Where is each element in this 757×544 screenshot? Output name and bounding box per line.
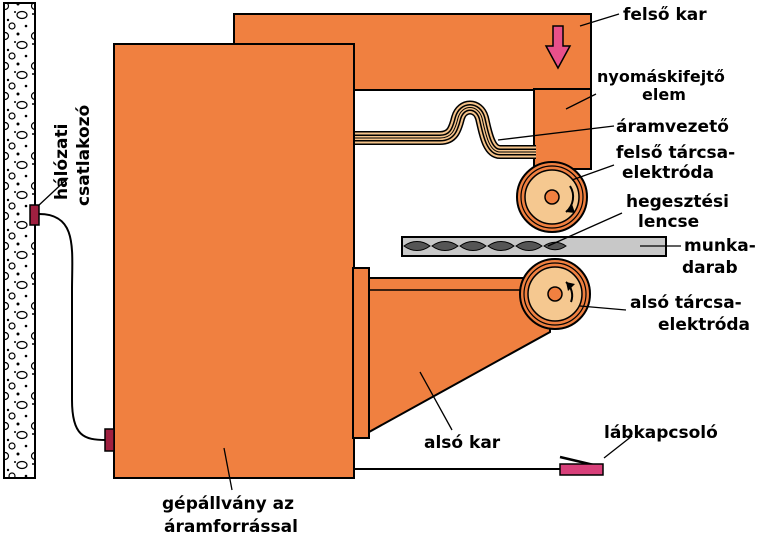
current-conductor: [352, 100, 536, 159]
label-conductor: áramvezető: [616, 117, 729, 137]
label-lower-arm: alsó kar: [424, 433, 501, 453]
wall: [3, 2, 36, 479]
lower-arm-mount: [352, 267, 370, 439]
weld-nuggets: [403, 241, 567, 251]
label-pressure-element-1: nyomáskifejtő: [597, 67, 725, 86]
label-upper-electrode-1: felső tárcsa-: [616, 143, 735, 163]
label-foot-switch: lábkapcsoló: [604, 423, 718, 443]
label-upper-electrode-2: elektróda: [622, 163, 714, 183]
upper-wheel-electrode: [516, 161, 588, 233]
leader-lines: [37, 13, 681, 491]
machine-socket: [104, 428, 115, 452]
label-upper-arm: felső kar: [623, 5, 707, 25]
label-workpiece-2: darab: [682, 258, 738, 278]
label-mains-2: csatlakozó: [74, 105, 94, 206]
label-weld-nugget-1: hegesztési: [626, 192, 729, 212]
pressure-arrow-icon: [544, 25, 572, 70]
label-pressure-element-2: elem: [642, 85, 686, 104]
label-mains-1: hálózati: [52, 124, 72, 200]
label-workpiece-1: munka-: [684, 236, 756, 256]
mains-cable: [38, 213, 107, 441]
wall-socket: [29, 204, 40, 226]
lower-wheel-electrode: [519, 258, 591, 330]
machine-frame: [113, 43, 355, 479]
label-lower-electrode-2: elektróda: [658, 315, 750, 335]
label-weld-nugget-2: lencse: [638, 212, 699, 232]
label-lower-electrode-1: alsó tárcsa-: [630, 293, 742, 313]
label-frame-2: áramforrással: [164, 517, 298, 537]
label-frame-1: gépállvány az: [162, 494, 294, 514]
foot-switch: [559, 463, 604, 476]
